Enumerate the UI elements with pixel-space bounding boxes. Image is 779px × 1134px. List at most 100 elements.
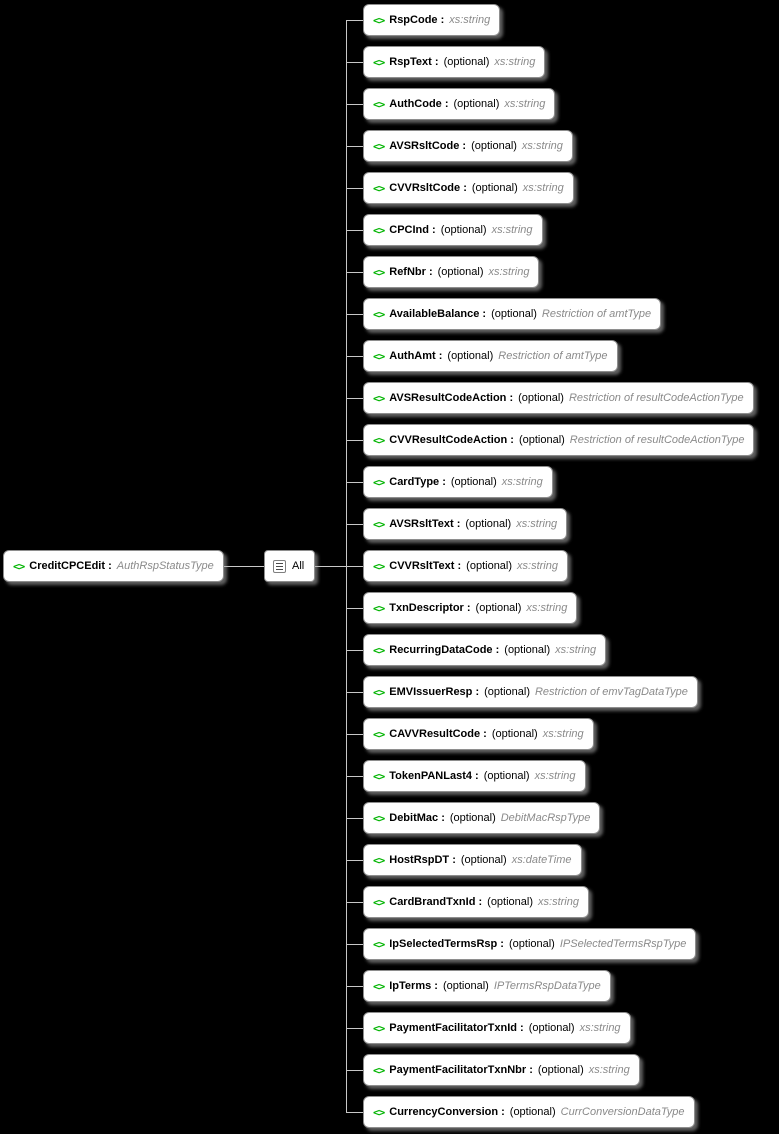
connector-stub: [346, 860, 363, 861]
element-node[interactable]: <> RefNbr : (optional) xs:string: [363, 256, 540, 288]
element-name: CPCInd :: [389, 224, 436, 236]
element-name: RecurringDataCode :: [389, 644, 500, 656]
element-icon: <>: [373, 937, 385, 951]
element-type: xs:string: [522, 182, 564, 194]
connector-stub: [346, 902, 363, 903]
element-node[interactable]: <> EMVIssuerResp : (optional) Restrictio…: [363, 676, 698, 708]
element-icon: <>: [373, 265, 385, 279]
element-type: xs:string: [504, 98, 546, 110]
element-qualifier: (optional): [465, 518, 512, 530]
root-element-node[interactable]: <> CreditCPCEdit : AuthRspStatusType: [3, 550, 224, 582]
element-name: AvailableBalance :: [389, 308, 487, 320]
element-node[interactable]: <> CVVRsltCode : (optional) xs:string: [363, 172, 574, 204]
element-icon: <>: [373, 895, 385, 909]
element-qualifier: (optional): [443, 56, 490, 68]
element-node[interactable]: <> IpTerms : (optional) IPTermsRspDataTy…: [363, 970, 611, 1002]
element-type: xs:string: [491, 224, 533, 236]
connector-stub: [346, 104, 363, 105]
element-node[interactable]: <> TxnDescriptor : (optional) xs:string: [363, 592, 578, 624]
element-type: Restriction of emvTagDataType: [534, 686, 688, 698]
element-name: CardBrandTxnId :: [389, 896, 483, 908]
element-type: xs:string: [579, 1022, 621, 1034]
element-icon: <>: [373, 475, 385, 489]
connector-stub: [346, 650, 363, 651]
element-node[interactable]: <> HostRspDT : (optional) xs:dateTime: [363, 844, 582, 876]
element-node[interactable]: <> CardType : (optional) xs:string: [363, 466, 553, 498]
element-node[interactable]: <> RecurringDataCode : (optional) xs:str…: [363, 634, 607, 666]
element-icon: <>: [373, 601, 385, 615]
element-name: TxnDescriptor :: [389, 602, 471, 614]
element-node[interactable]: <> PaymentFacilitatorTxnNbr : (optional)…: [363, 1054, 640, 1086]
element-node[interactable]: <> PaymentFacilitatorTxnId : (optional) …: [363, 1012, 631, 1044]
element-node[interactable]: <> CAVVResultCode : (optional) xs:string: [363, 718, 594, 750]
connector-stub: [346, 482, 363, 483]
element-qualifier: (optional): [450, 476, 497, 488]
element-node[interactable]: <> CVVResultCodeAction : (optional) Rest…: [363, 424, 755, 456]
element-name: RspCode :: [389, 14, 445, 26]
element-icon: <>: [373, 349, 385, 363]
element-qualifier: (optional): [518, 392, 564, 404]
element-icon: <>: [13, 559, 25, 573]
connector-stub: [346, 986, 363, 987]
element-icon: <>: [373, 139, 385, 153]
element-qualifier: (optional): [453, 98, 500, 110]
element-node[interactable]: <> IpSelectedTermsRsp : (optional) IPSel…: [363, 928, 697, 960]
element-qualifier: (optional): [508, 938, 555, 950]
connector-stub: [346, 524, 363, 525]
connector-stub: [346, 356, 363, 357]
connector-stub: [346, 398, 363, 399]
element-node[interactable]: <> RspCode : xs:string: [363, 4, 501, 36]
element-qualifier: (optional): [491, 728, 538, 740]
connector-stub: [346, 818, 363, 819]
element-node[interactable]: <> DebitMac : (optional) DebitMacRspType: [363, 802, 601, 834]
element-node[interactable]: <> AvailableBalance : (optional) Restric…: [363, 298, 662, 330]
connector-stub: [346, 944, 363, 945]
element-name: AVSRsltText :: [389, 518, 461, 530]
element-node[interactable]: <> CurrencyConversion : (optional) CurrC…: [363, 1096, 695, 1128]
element-node[interactable]: <> TokenPANLast4 : (optional) xs:string: [363, 760, 586, 792]
connector-stub: [346, 272, 363, 273]
element-node[interactable]: <> AVSResultCodeAction : (optional) Rest…: [363, 382, 754, 414]
element-qualifier: (optional): [460, 854, 507, 866]
element-node[interactable]: <> CardBrandTxnId : (optional) xs:string: [363, 886, 589, 918]
element-icon: <>: [373, 811, 385, 825]
element-name: HostRspDT :: [389, 854, 456, 866]
connector-all-to-trunk: [300, 566, 346, 567]
element-qualifier: (optional): [447, 350, 494, 362]
element-type: xs:string: [526, 602, 568, 614]
element-icon: <>: [373, 223, 385, 237]
element-node[interactable]: <> AVSRsltText : (optional) xs:string: [363, 508, 568, 540]
element-qualifier: (optional): [484, 686, 530, 698]
element-node[interactable]: <> RspText : (optional) xs:string: [363, 46, 546, 78]
element-node[interactable]: <> CPCInd : (optional) xs:string: [363, 214, 543, 246]
element-name: RspText :: [389, 56, 439, 68]
element-name: CVVRsltText :: [389, 560, 462, 572]
connector-stub: [346, 20, 363, 21]
element-node[interactable]: <> AVSRsltCode : (optional) xs:string: [363, 130, 573, 162]
element-type: xs:string: [538, 896, 579, 908]
all-compositor-node[interactable]: All: [264, 550, 315, 582]
element-name: PaymentFacilitatorTxnId :: [389, 1022, 524, 1034]
element-name: DebitMac :: [389, 812, 445, 824]
element-qualifier: (optional): [509, 1106, 556, 1118]
element-name: CAVVResultCode :: [389, 728, 487, 740]
element-type: xs:string: [521, 140, 563, 152]
connector-stub: [346, 608, 363, 609]
element-qualifier: (optional): [528, 1022, 575, 1034]
element-type: CurrConversionDataType: [560, 1106, 685, 1118]
connector-stub: [346, 1070, 363, 1071]
element-node[interactable]: <> CVVRsltText : (optional) xs:string: [363, 550, 568, 582]
element-icon: <>: [373, 853, 385, 867]
element-qualifier: (optional): [504, 644, 551, 656]
element-node[interactable]: <> AuthAmt : (optional) Restriction of a…: [363, 340, 618, 372]
element-qualifier: (optional): [440, 224, 487, 236]
element-icon: <>: [373, 181, 385, 195]
element-name: AuthCode :: [389, 98, 449, 110]
element-name: IpSelectedTermsRsp :: [389, 938, 504, 950]
element-qualifier: (optional): [491, 308, 537, 320]
element-name: PaymentFacilitatorTxnNbr :: [389, 1064, 533, 1076]
element-icon: <>: [373, 97, 385, 111]
element-node[interactable]: <> AuthCode : (optional) xs:string: [363, 88, 556, 120]
connector-stub: [346, 734, 363, 735]
